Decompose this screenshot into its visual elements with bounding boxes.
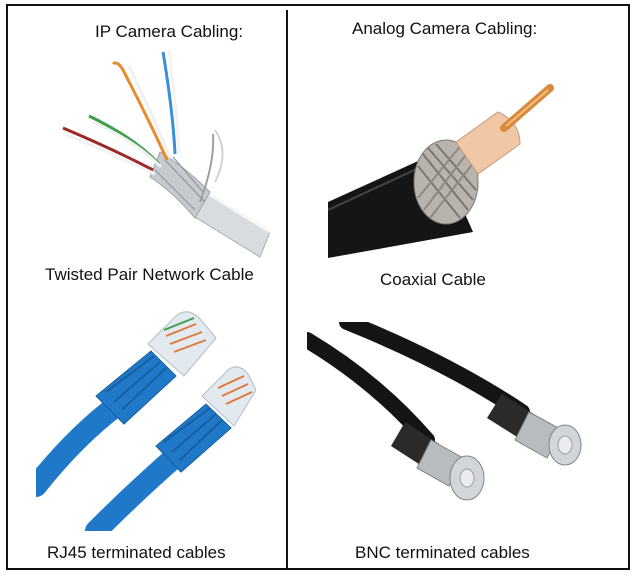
comparison-frame [6,4,630,570]
coaxial-caption: Coaxial Cable [380,270,486,289]
coaxial-cable-image [328,84,554,258]
bnc-cables-image [307,322,582,501]
rj45-cables-image [36,311,256,531]
bnc-caption: BNC terminated cables [355,543,530,562]
ip-camera-heading: IP Camera Cabling: [95,22,244,41]
twisted-pair-cable-image [62,49,270,258]
analog-camera-heading: Analog Camera Cabling: [352,19,538,38]
twisted-pair-caption: Twisted Pair Network Cable [45,265,254,284]
rj45-caption: RJ45 terminated cables [47,543,226,562]
column-divider [286,10,288,568]
